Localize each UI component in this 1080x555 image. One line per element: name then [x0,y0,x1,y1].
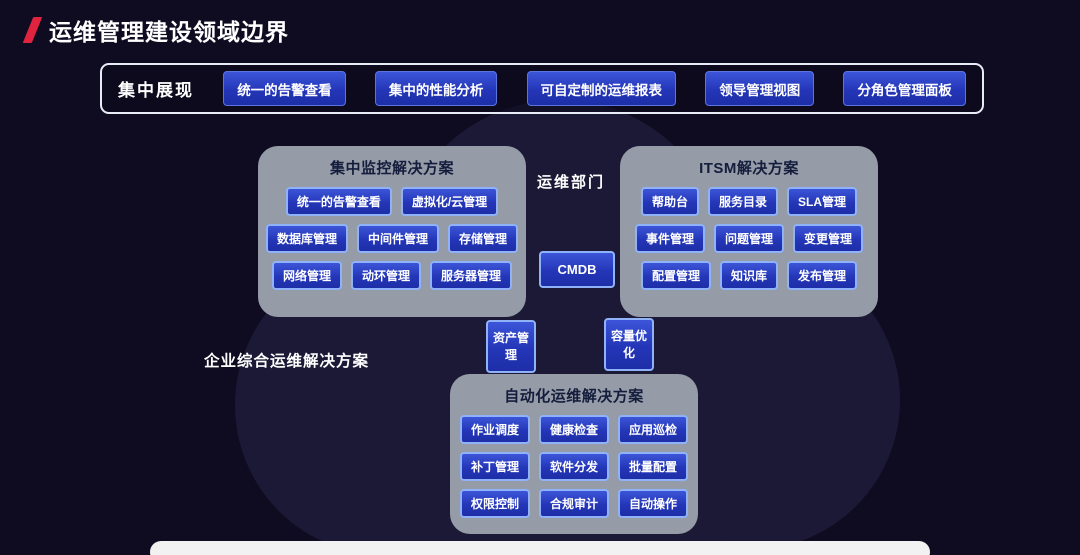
btn-app-inspection[interactable]: 应用巡检 [618,415,689,444]
btn-permission-control[interactable]: 权限控制 [459,489,530,518]
panel-automation: 自动化运维解决方案 作业调度 健康检查 应用巡检 补丁管理 软件分发 批量配置 … [450,374,698,534]
topbar-btn-customizable-ops-reports[interactable]: 可自定制的运维报表 [526,71,677,106]
topbar-btn-leadership-view[interactable]: 领导管理视图 [705,71,815,106]
btn-database-mgmt[interactable]: 数据库管理 [265,224,348,253]
panel-itsm-title: ITSM解决方案 [699,160,799,177]
btn-health-check[interactable]: 健康检查 [538,415,609,444]
cmdb-button[interactable]: CMDB [539,251,615,288]
panel-row: 统一的告警查看 虚拟化/云管理 [266,187,518,216]
topbar-btn-unified-alarm-view[interactable]: 统一的告警查看 [223,71,346,106]
page-title-row: 运维管理建设领域边界 [22,13,289,47]
panel-row: 帮助台 服务目录 SLA管理 [628,187,870,216]
panel-itsm: ITSM解决方案 帮助台 服务目录 SLA管理 事件管理 问题管理 变更管理 配… [620,146,878,317]
enterprise-solution-label: 企业综合运维解决方案 [204,353,370,370]
panel-row: 配置管理 知识库 发布管理 [628,261,870,290]
topbar-btn-centralized-performance-analysis[interactable]: 集中的性能分析 [374,71,498,106]
centralized-display-bar: 集中展现 统一的告警查看 集中的性能分析 可自定制的运维报表 领导管理视图 分角… [100,63,984,114]
btn-server-mgmt[interactable]: 服务器管理 [430,261,513,290]
panel-automation-title: 自动化运维解决方案 [504,388,644,405]
btn-auto-operation[interactable]: 自动操作 [618,489,689,518]
btn-storage-mgmt[interactable]: 存储管理 [448,224,519,253]
btn-service-catalog[interactable]: 服务目录 [707,187,778,216]
btn-software-distribution[interactable]: 软件分发 [538,452,609,481]
capacity-optimization-button[interactable]: 容量优化 [604,318,654,371]
btn-incident-mgmt[interactable]: 事件管理 [634,224,705,253]
topbar-btn-role-based-dashboard[interactable]: 分角色管理面板 [843,71,966,106]
page-title: 运维管理建设领域边界 [49,19,289,45]
ops-department-label: 运维部门 [537,174,606,191]
btn-knowledge-base[interactable]: 知识库 [719,261,778,290]
btn-sla-mgmt[interactable]: SLA管理 [787,187,858,216]
panel-centralized-monitoring: 集中监控解决方案 统一的告警查看 虚拟化/云管理 数据库管理 中间件管理 存储管… [258,146,526,317]
panel-centralized-monitoring-title: 集中监控解决方案 [329,160,454,177]
btn-unified-alarm-view[interactable]: 统一的告警查看 [285,187,392,216]
bottom-decoration-bar [150,541,930,555]
btn-change-mgmt[interactable]: 变更管理 [793,224,864,253]
btn-problem-mgmt[interactable]: 问题管理 [713,224,784,253]
centralized-display-label: 集中展现 [118,81,194,100]
panel-row: 数据库管理 中间件管理 存储管理 [265,224,519,253]
panel-row: 补丁管理 软件分发 批量配置 [458,452,690,481]
btn-patch-mgmt[interactable]: 补丁管理 [459,452,530,481]
panel-row: 作业调度 健康检查 应用巡检 [458,415,690,444]
btn-help-desk[interactable]: 帮助台 [640,187,699,216]
panel-row: 事件管理 问题管理 变更管理 [628,224,870,253]
panel-row: 权限控制 合规审计 自动操作 [458,489,690,518]
btn-job-scheduling[interactable]: 作业调度 [459,415,530,444]
btn-env-monitoring-mgmt[interactable]: 动环管理 [350,261,421,290]
asset-mgmt-button[interactable]: 资产管理 [486,320,536,373]
btn-compliance-audit[interactable]: 合规审计 [538,489,609,518]
btn-batch-config[interactable]: 批量配置 [618,452,689,481]
btn-network-mgmt[interactable]: 网络管理 [271,261,342,290]
btn-virtualization-cloud-mgmt[interactable]: 虚拟化/云管理 [400,187,499,216]
panel-row: 网络管理 动环管理 服务器管理 [266,261,518,290]
btn-release-mgmt[interactable]: 发布管理 [787,261,858,290]
btn-middleware-mgmt[interactable]: 中间件管理 [357,224,440,253]
btn-config-mgmt[interactable]: 配置管理 [640,261,711,290]
